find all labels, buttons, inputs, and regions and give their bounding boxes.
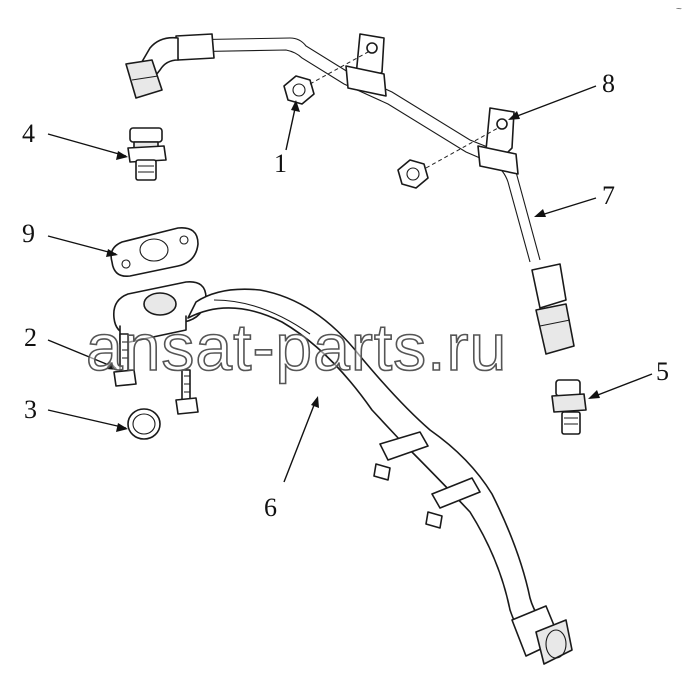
callout-8: 8 — [508, 69, 615, 120]
flange-nut-upper — [283, 75, 315, 105]
oil-return-hose — [112, 281, 573, 665]
callout-label-4: 4 — [22, 119, 35, 148]
corner-mark: ~ — [676, 4, 682, 15]
callout-label-2: 2 — [24, 323, 37, 352]
callout-label-1: 1 — [274, 149, 287, 178]
callout-label-6: 6 — [264, 493, 277, 522]
callout-2: 2 — [24, 323, 118, 370]
bolt-2-right — [175, 369, 199, 415]
callout-label-5: 5 — [656, 357, 669, 386]
gasket-9 — [110, 227, 199, 278]
oil-supply-pipe — [125, 33, 575, 355]
callout-label-9: 9 — [22, 219, 35, 248]
callout-4: 4 — [22, 119, 128, 160]
callout-9: 9 — [22, 219, 118, 257]
callout-label-8: 8 — [602, 69, 615, 98]
callout-label-7: 7 — [602, 181, 615, 210]
callout-5: 5 — [588, 357, 669, 399]
callout-7: 7 — [534, 181, 615, 217]
watermark-text: ansat-parts.ru — [86, 310, 507, 384]
connector-fitting-4 — [127, 127, 167, 181]
flange-nut-lower — [397, 159, 429, 189]
connector-fitting-5 — [551, 379, 587, 435]
bolt-2-left — [113, 333, 137, 387]
callout-3: 3 — [24, 395, 128, 432]
callout-label-3: 3 — [24, 395, 37, 424]
o-ring-3 — [127, 408, 161, 440]
callout-6: 6 — [264, 396, 319, 522]
callout-1: 1 — [274, 100, 300, 178]
